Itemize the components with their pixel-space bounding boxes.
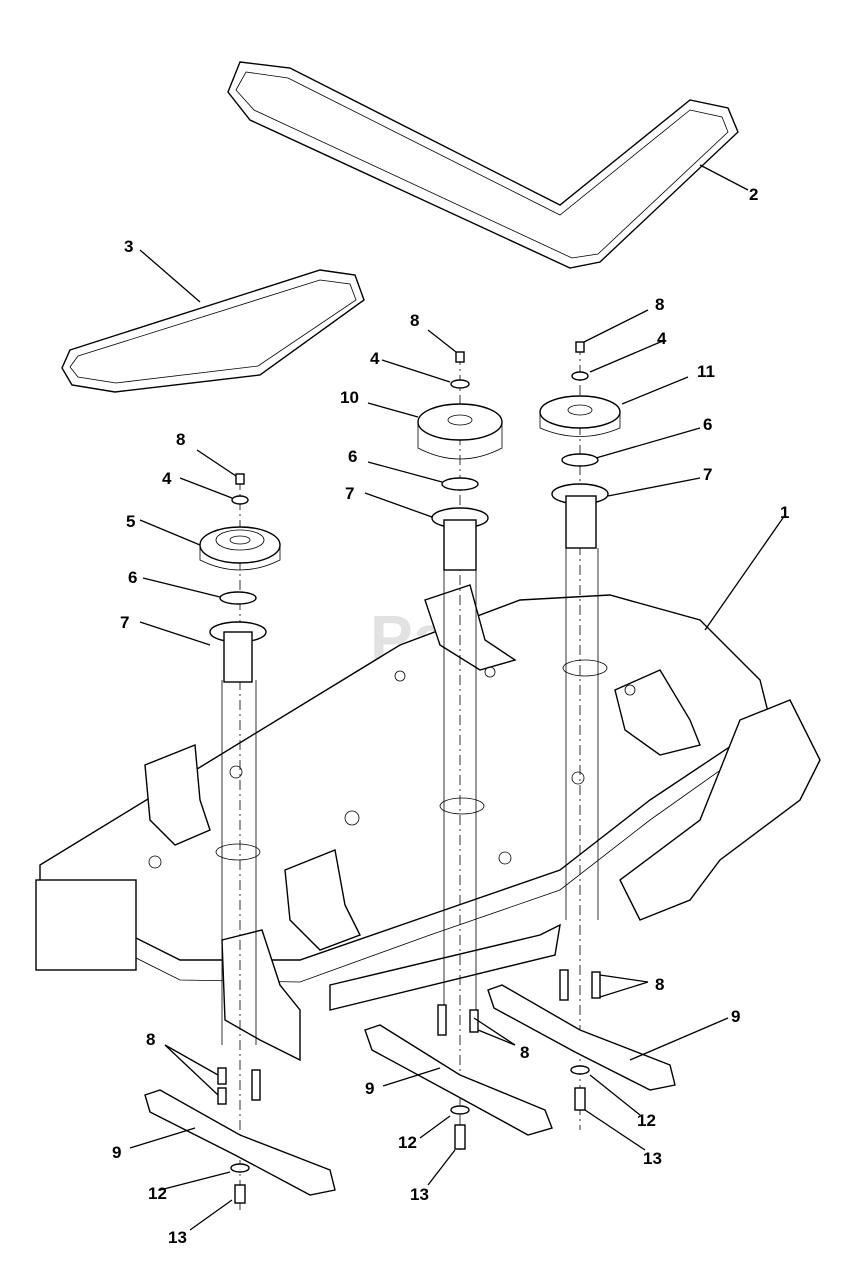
callout-7-center: 7 (345, 484, 354, 503)
callout-9-center: 9 (365, 1079, 374, 1098)
callout-12-center: 12 (398, 1133, 417, 1152)
callout-9-right: 9 (731, 1007, 740, 1026)
callout-labels: 2 3 1 8 4 11 6 7 8 4 10 6 7 8 4 5 6 7 8 … (112, 185, 789, 1247)
belt-small[interactable] (61, 269, 365, 393)
callout-8-top-right: 8 (655, 295, 664, 314)
callout-4-top-right: 4 (657, 329, 667, 348)
callout-8-center-lower: 8 (520, 1043, 529, 1062)
center-spindle-assembly[interactable] (417, 351, 503, 1150)
callout-8-left: 8 (176, 430, 185, 449)
right-spindle-assembly[interactable] (539, 341, 621, 1130)
callout-6-left: 6 (128, 568, 137, 587)
callout-11: 11 (697, 362, 715, 381)
callout-8-right-lower: 8 (655, 975, 664, 994)
blade-left[interactable] (144, 1089, 336, 1196)
left-spindle-assembly[interactable] (199, 473, 281, 1210)
callout-13-center: 13 (410, 1185, 429, 1204)
leader-lines (129, 164, 786, 1231)
callout-9-left: 9 (112, 1143, 121, 1162)
callout-10: 10 (340, 388, 359, 407)
callout-5: 5 (126, 512, 135, 531)
callout-6-right: 6 (703, 415, 712, 434)
callout-12-left: 12 (148, 1184, 167, 1203)
callout-7-right: 7 (703, 465, 712, 484)
callout-4-center: 4 (370, 349, 380, 368)
callout-1: 1 (780, 503, 789, 522)
callout-2: 2 (749, 185, 758, 204)
blade-right[interactable] (487, 984, 676, 1091)
callout-8-left-lower: 8 (146, 1030, 155, 1049)
callout-13-right: 13 (643, 1149, 662, 1168)
callout-7-left: 7 (120, 613, 129, 632)
callout-4-left: 4 (162, 469, 172, 488)
callout-12-right: 12 (637, 1111, 656, 1130)
mower-deck[interactable] (35, 584, 821, 1062)
lower-hardware (217, 969, 601, 1204)
blade-center[interactable] (364, 1024, 553, 1136)
belt-large[interactable] (227, 61, 739, 269)
callout-13-left: 13 (168, 1228, 187, 1247)
callout-3: 3 (124, 237, 133, 256)
callout-8-center: 8 (410, 311, 419, 330)
callout-6-center: 6 (348, 447, 357, 466)
